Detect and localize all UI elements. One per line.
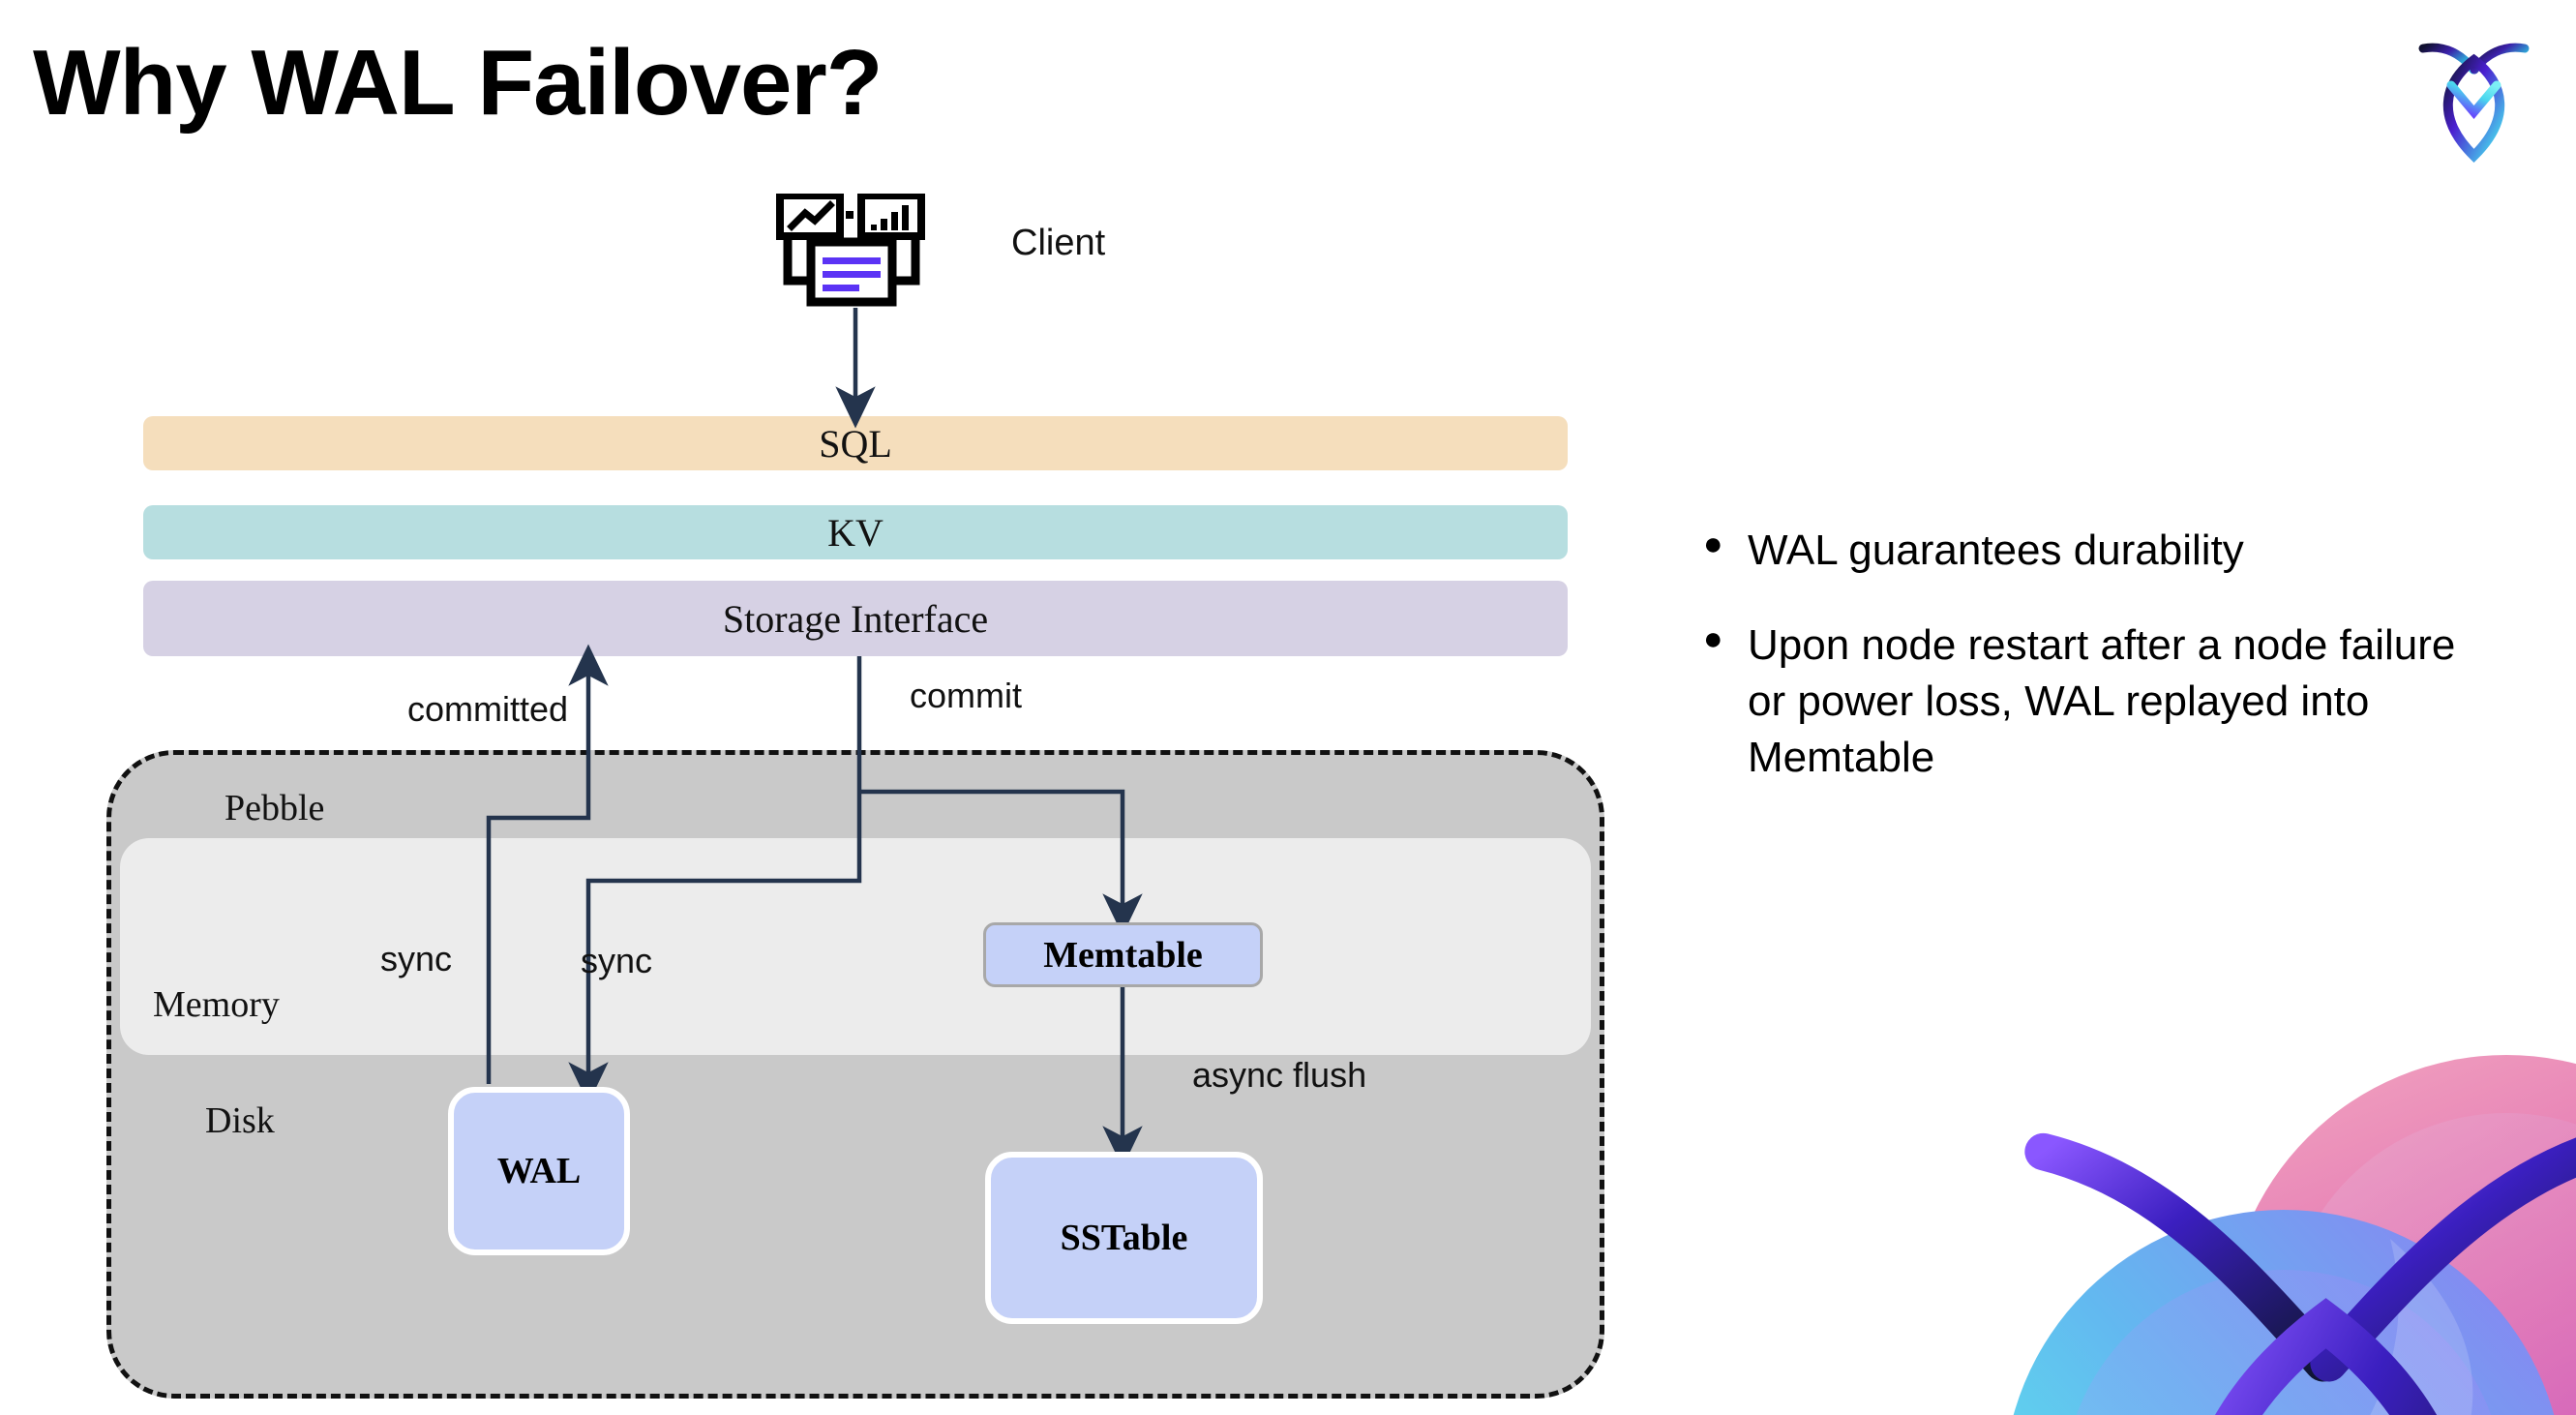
edge-label-sync-2: sync (581, 941, 653, 980)
bullet-text: WAL guarantees durability (1748, 527, 2244, 574)
page-title: Why WAL Failover? (33, 31, 883, 135)
edge-label-commit: commit (910, 676, 1022, 715)
layer-storage-label: Storage Interface (722, 596, 989, 641)
edge-label-committed: committed (407, 689, 569, 729)
component-wal: WAL (448, 1087, 630, 1255)
bullet-list: ● WAL guarantees durability ● Upon node … (1703, 523, 2497, 825)
wal-label: WAL (496, 1151, 582, 1191)
list-item: ● Upon node restart after a node failure… (1703, 617, 2497, 786)
layer-kv-label: KV (827, 510, 884, 555)
decorative-brand-graphic (1964, 948, 2576, 1415)
memtable-label: Memtable (1043, 934, 1203, 976)
disk-label: Disk (205, 1100, 275, 1141)
layer-storage-interface: Storage Interface (143, 581, 1568, 656)
architecture-diagram: Client SQL KV Storage Interface Pebble M… (106, 192, 1604, 1399)
layer-sql-label: SQL (819, 421, 892, 466)
component-memtable: Memtable (983, 922, 1263, 987)
memory-region (120, 838, 1591, 1055)
layer-kv: KV (143, 505, 1568, 559)
bullet-marker-icon: ● (1703, 620, 1723, 658)
client-label: Client (1011, 223, 1106, 263)
component-sstable: SSTable (985, 1152, 1263, 1324)
edge-label-async-flush: async flush (1192, 1055, 1367, 1095)
list-item: ● WAL guarantees durability (1703, 523, 2497, 579)
cockroachdb-logo (2411, 29, 2537, 165)
memory-label: Memory (153, 984, 280, 1025)
pebble-label: Pebble (225, 788, 325, 828)
sstable-label: SSTable (1060, 1218, 1188, 1258)
client-devices-icon (774, 192, 929, 319)
layer-sql: SQL (143, 416, 1568, 470)
edge-label-sync-1: sync (380, 939, 453, 978)
bullet-text: Upon node restart after a node failure o… (1748, 621, 2456, 782)
bullet-marker-icon: ● (1703, 526, 1723, 562)
